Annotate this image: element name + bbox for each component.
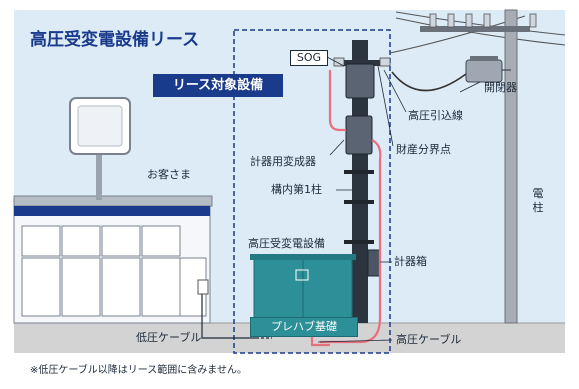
footnote: ※低圧ケーブル以降はリース範囲に含みません。 — [30, 365, 247, 376]
insulator-icon — [379, 57, 391, 67]
lease-badge: リース対象設備 — [153, 74, 283, 97]
lv-cable — [201, 294, 256, 339]
kounai-dai1-label: 構内第1柱 — [271, 183, 322, 196]
signboard-icon — [69, 97, 131, 200]
utility-pole-label: 電 柱 — [532, 187, 544, 215]
lease-scope-boundary — [233, 29, 391, 354]
meter-box-icon — [367, 249, 381, 277]
utility-pole-char: 柱 — [532, 201, 544, 214]
switchgear-icon — [465, 59, 503, 83]
page-title: 高圧受変電設備リース — [30, 30, 200, 50]
service-drop-cable — [391, 71, 467, 92]
shop-building-icon — [13, 195, 213, 324]
juhen-setsubi-label: 高圧受変電設備 — [248, 237, 325, 250]
sog-label: SOG — [290, 50, 328, 66]
utility-pole-char: 電 — [532, 187, 544, 200]
keikibako-label: 計器箱 — [394, 255, 427, 268]
hikikomi-label: 高圧引込線 — [408, 109, 463, 122]
okyakusama-label: お客さま — [147, 168, 191, 181]
prehab-foundation-label: プレハブ基礎 — [250, 317, 358, 337]
teiatsu-cable-label: 低圧ケーブル — [136, 331, 202, 344]
utility-pole-icon — [420, 9, 537, 324]
kaiheiki-label: 開閉器 — [484, 81, 517, 94]
instrument-transformer-icon — [345, 115, 373, 155]
kouatsu-cable-label: 高圧ケーブル — [396, 333, 462, 346]
premise-pole-icon — [333, 40, 391, 323]
keiki-henseiki-label: 計器用変成器 — [250, 155, 316, 168]
cubicle-icon — [250, 254, 356, 321]
zaisan-label: 財産分界点 — [396, 143, 451, 156]
leader-lines — [317, 56, 481, 343]
